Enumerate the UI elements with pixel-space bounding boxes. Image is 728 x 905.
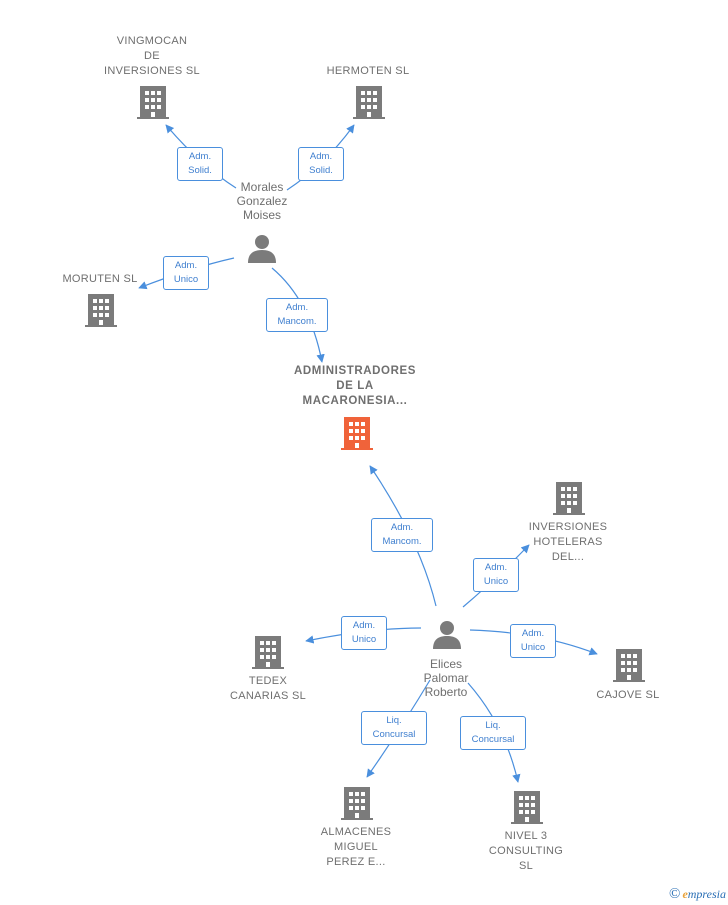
- edge-label-morales-vingmocan: Adm. Solid.: [177, 147, 223, 181]
- label-line: CAJOVE SL: [596, 689, 660, 701]
- edge-label-line: Solid.: [309, 165, 333, 176]
- company-label-vingmocan[interactable]: VINGMOCAN DE INVERSIONES SL: [96, 34, 208, 79]
- label-line: ALMACENES: [320, 826, 392, 838]
- edge-label-elices-nivel3: Liq. Concursal: [460, 716, 526, 750]
- edge-label-elices-inversiones: Adm. Unico: [473, 558, 519, 592]
- edge-label-line: Mancom.: [382, 536, 422, 547]
- person-icon-elices[interactable]: [433, 621, 461, 649]
- edge-label-morales-moruten: Adm. Unico: [163, 256, 209, 290]
- label-line: SL: [518, 860, 534, 872]
- label-line: DE: [144, 50, 160, 62]
- copyright-icon: ©: [669, 886, 681, 902]
- company-label-tedex[interactable]: TEDEX CANARIAS SL: [212, 674, 324, 704]
- edge-label-line: Adm.: [390, 522, 414, 533]
- person-icon-morales[interactable]: [248, 235, 276, 263]
- brand-name: mpresia: [687, 887, 726, 901]
- company-label-nivel3[interactable]: NIVEL 3 CONSULTING SL: [470, 829, 582, 874]
- edge-label-elices-administradores: Adm. Mancom.: [371, 518, 433, 552]
- edge-label-line: Concursal: [372, 729, 416, 740]
- label-line: Palomar: [423, 671, 469, 685]
- edge-label-line: Liq.: [386, 715, 402, 726]
- edge-label-elices-almacenes: Liq. Concursal: [361, 711, 427, 745]
- label-line: CONSULTING: [488, 845, 564, 857]
- edge-label-elices-cajove: Adm. Unico: [510, 624, 556, 658]
- label-line: MIGUEL: [334, 841, 378, 853]
- building-icon-tedex[interactable]: [252, 636, 284, 669]
- building-icon-hermoten[interactable]: [353, 86, 385, 119]
- label-line: CANARIAS SL: [229, 690, 307, 702]
- edge-label-line: Adm.: [285, 302, 309, 313]
- edge-label-line: Adm.: [352, 620, 376, 631]
- label-line: Moises: [242, 208, 281, 222]
- label-line: INVERSIONES: [528, 521, 608, 533]
- label-line: HERMOTEN SL: [326, 65, 410, 77]
- edge-label-line: Adm.: [188, 151, 212, 162]
- edge-label-line: Unico: [483, 576, 509, 587]
- edge-label-line: Concursal: [471, 734, 515, 745]
- label-line: Roberto: [424, 685, 468, 699]
- brand-initial: e: [682, 887, 688, 901]
- building-icon-administradores[interactable]: [341, 417, 373, 450]
- edge-label-line: Adm.: [309, 151, 333, 162]
- building-icon-inversiones-hoteleras[interactable]: [553, 482, 585, 515]
- label-line: Gonzalez: [236, 194, 288, 208]
- edge-label-line: Mancom.: [277, 316, 317, 327]
- company-label-administradores[interactable]: ADMINISTRADORES DE LA MACARONESIA...: [280, 364, 430, 409]
- label-line: ADMINISTRADORES: [293, 365, 417, 377]
- label-line: NIVEL 3: [504, 830, 548, 842]
- label-line: TEDEX: [248, 675, 288, 687]
- edge-label-line: Adm.: [521, 628, 545, 639]
- label-line: MACARONESIA...: [302, 395, 408, 407]
- company-label-almacenes[interactable]: ALMACENES MIGUEL PEREZ E...: [300, 825, 412, 870]
- edge-label-line: Solid.: [188, 165, 212, 176]
- label-line: DEL...: [551, 551, 585, 563]
- label-line: PEREZ E...: [326, 856, 386, 868]
- edge-label-morales-hermoten: Adm. Solid.: [298, 147, 344, 181]
- building-icon-almacenes[interactable]: [341, 787, 373, 820]
- empresia-logo: ©empresia: [669, 886, 726, 903]
- label-line: HOTELERAS: [533, 536, 603, 548]
- edge-label-line: Adm.: [174, 260, 198, 271]
- label-line: Elices: [429, 657, 462, 671]
- edge-label-line: Adm.: [484, 562, 508, 573]
- label-line: MORUTEN SL: [62, 273, 138, 285]
- label-line: Morales: [240, 180, 284, 194]
- building-icon-cajove[interactable]: [613, 649, 645, 682]
- edge-label-line: Unico: [173, 274, 199, 285]
- company-label-inversiones-hoteleras[interactable]: INVERSIONES HOTELERAS DEL...: [512, 520, 624, 565]
- building-icon-nivel3[interactable]: [511, 791, 543, 824]
- edge-label-elices-tedex: Adm. Unico: [341, 616, 387, 650]
- person-label-morales[interactable]: Morales Gonzalez Moises: [212, 180, 312, 222]
- building-icon-vingmocan[interactable]: [137, 86, 169, 119]
- edge-label-morales-administradores: Adm. Mancom.: [266, 298, 328, 332]
- label-line: VINGMOCAN: [116, 35, 188, 47]
- company-label-cajove[interactable]: CAJOVE SL: [572, 688, 684, 703]
- edge-label-line: Unico: [520, 642, 546, 653]
- company-label-hermoten[interactable]: HERMOTEN SL: [312, 64, 424, 79]
- company-label-moruten[interactable]: MORUTEN SL: [44, 272, 156, 287]
- edge-label-line: Liq.: [485, 720, 501, 731]
- building-icon-moruten[interactable]: [85, 294, 117, 327]
- label-line: INVERSIONES SL: [104, 65, 200, 77]
- label-line: DE LA: [336, 380, 374, 392]
- edge-label-line: Unico: [351, 634, 377, 645]
- person-label-elices[interactable]: Elices Palomar Roberto: [396, 657, 496, 699]
